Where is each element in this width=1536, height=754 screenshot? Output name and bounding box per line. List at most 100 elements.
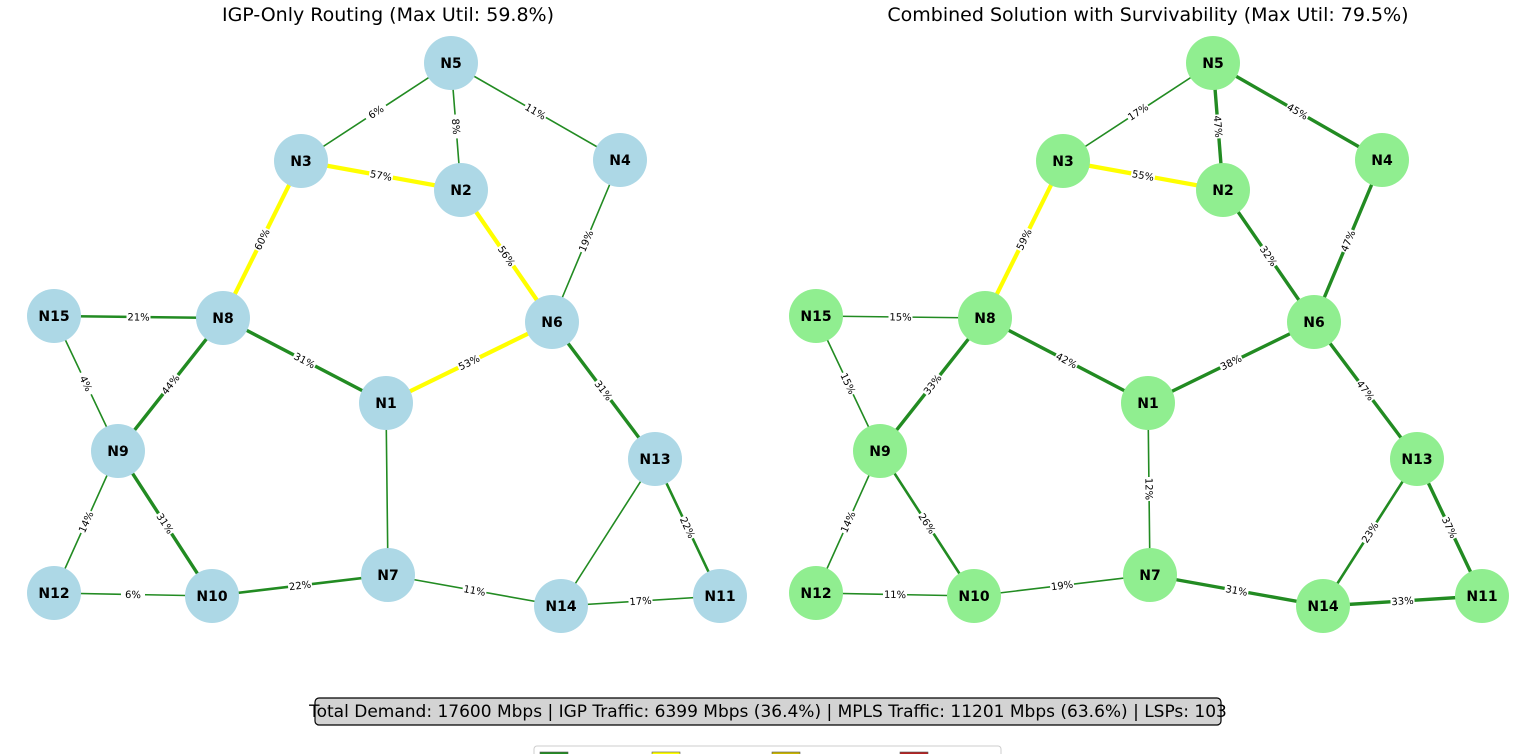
edge-n13-n14 xyxy=(560,458,656,607)
node-n15 xyxy=(27,289,81,343)
edge-label-n3-n8: 60% xyxy=(253,228,273,253)
node-n8 xyxy=(196,291,250,345)
node-n3 xyxy=(274,134,328,188)
node-label-n6: N6 xyxy=(541,315,562,331)
summary-text: Total Demand: 17600 Mbps | IGP Traffic: … xyxy=(308,702,1227,722)
edge-label-background xyxy=(455,350,483,374)
edge-label-n4-n6: 47% xyxy=(1340,229,1359,254)
node-label-n14: N14 xyxy=(1307,599,1338,615)
edge-label-background xyxy=(888,309,913,324)
edge-label-background xyxy=(494,242,520,270)
edge-label-n5-n4: 11% xyxy=(523,102,548,123)
node-n7 xyxy=(1123,548,1177,602)
node-label-n15: N15 xyxy=(800,309,831,325)
node-n9 xyxy=(91,424,145,478)
edge-label-background xyxy=(1217,350,1245,374)
node-n1 xyxy=(1121,376,1175,430)
edge-label-n1-n6: 38% xyxy=(1219,354,1244,374)
edge-label-n3-n2: 57% xyxy=(369,169,393,184)
node-n9 xyxy=(853,424,907,478)
edge-label-background xyxy=(1438,513,1461,541)
edge-label-n5-n2: 47% xyxy=(1211,115,1224,138)
node-n5 xyxy=(424,36,478,90)
combined-network-graph: 17%47%45%55%59%32%47%15%15%33%42%38%47%1… xyxy=(789,36,1509,633)
summary-box-background xyxy=(314,697,1222,726)
node-n14 xyxy=(534,579,588,633)
edge-label-n15-n9: 15% xyxy=(837,372,856,397)
edge-label-n7-n14: 11% xyxy=(462,584,486,599)
edge-label-background xyxy=(1390,593,1415,608)
node-n15 xyxy=(789,289,843,343)
node-n10 xyxy=(947,569,1001,623)
edge-label-background xyxy=(919,370,945,398)
edge-label-n9-n12: 14% xyxy=(839,510,858,535)
node-label-n8: N8 xyxy=(974,311,995,327)
edge-label-background xyxy=(1049,577,1075,593)
edge-label-background xyxy=(522,99,550,123)
edge-label-background xyxy=(882,587,908,601)
node-label-n9: N9 xyxy=(107,444,128,460)
edge-n1-n7 xyxy=(385,402,389,576)
node-label-n11: N11 xyxy=(1466,589,1497,605)
panel-title-combined: Combined Solution with Survivability (Ma… xyxy=(887,4,1408,26)
edge-label-n4-n6: 19% xyxy=(578,229,597,254)
edge-label-n8-n1: 31% xyxy=(292,351,317,371)
node-label-n13: N13 xyxy=(1401,452,1432,468)
edge-label-background xyxy=(291,348,319,372)
node-n10 xyxy=(185,569,239,623)
node-label-n2: N2 xyxy=(1212,183,1233,199)
edge-label-background xyxy=(449,113,464,139)
node-label-n1: N1 xyxy=(1137,396,1158,412)
node-n4 xyxy=(1355,133,1409,187)
node-label-n12: N12 xyxy=(38,586,69,602)
edge-label-n9-n12: 14% xyxy=(77,510,96,535)
legend: < 50%50-80%80-100%> 100% xyxy=(533,745,1002,754)
node-label-n7: N7 xyxy=(377,568,398,584)
edge-label-n3-n8: 59% xyxy=(1015,228,1035,253)
node-label-n2: N2 xyxy=(450,183,471,199)
node-n11 xyxy=(693,569,747,623)
edge-label-background xyxy=(628,593,653,608)
edge-label-background xyxy=(1284,99,1312,123)
edge-label-n14-n11: 17% xyxy=(629,596,652,608)
node-label-n4: N4 xyxy=(1371,153,1393,169)
edge-label-background xyxy=(676,513,699,541)
node-n12 xyxy=(27,566,81,620)
edge-label-n1-n7: 12% xyxy=(1142,478,1153,500)
node-n7 xyxy=(361,548,415,602)
node-n2 xyxy=(1196,163,1250,217)
edge-label-n13-n11: 37% xyxy=(1439,516,1458,541)
edge-label-n8-n1: 42% xyxy=(1054,351,1079,371)
edge-label-background xyxy=(1124,99,1152,124)
edge-label-background xyxy=(1223,581,1250,599)
edge-label-background xyxy=(157,370,183,398)
edge-label-background xyxy=(1211,113,1226,139)
legend-swatch xyxy=(899,751,929,754)
edge-label-background xyxy=(362,99,390,124)
edge-label-background xyxy=(461,581,488,599)
edge-label-background xyxy=(837,369,860,397)
edge-label-background xyxy=(915,509,940,537)
edge-label-background xyxy=(74,508,97,536)
node-label-n3: N3 xyxy=(290,154,311,170)
node-n13 xyxy=(628,432,682,486)
edge-label-background xyxy=(250,225,273,253)
edge-label-background xyxy=(120,587,146,601)
legend-swatch xyxy=(771,751,801,754)
edge-label-n5-n2: 8% xyxy=(449,118,461,135)
node-label-n14: N14 xyxy=(545,599,576,615)
node-n4 xyxy=(593,133,647,187)
edge-label-n3-n2: 55% xyxy=(1131,169,1155,184)
node-label-n7: N7 xyxy=(1139,568,1160,584)
node-label-n9: N9 xyxy=(869,444,890,460)
edge-label-n12-n10: 6% xyxy=(125,590,141,601)
edge-label-background xyxy=(1256,242,1282,270)
edge-label-background xyxy=(287,577,313,593)
node-label-n12: N12 xyxy=(800,586,831,602)
edge-label-n13-n11: 22% xyxy=(677,516,696,541)
edge-label-background xyxy=(1357,518,1382,546)
node-n5 xyxy=(1186,36,1240,90)
node-n11 xyxy=(1455,569,1509,623)
edge-label-n15-n8: 15% xyxy=(889,312,911,323)
